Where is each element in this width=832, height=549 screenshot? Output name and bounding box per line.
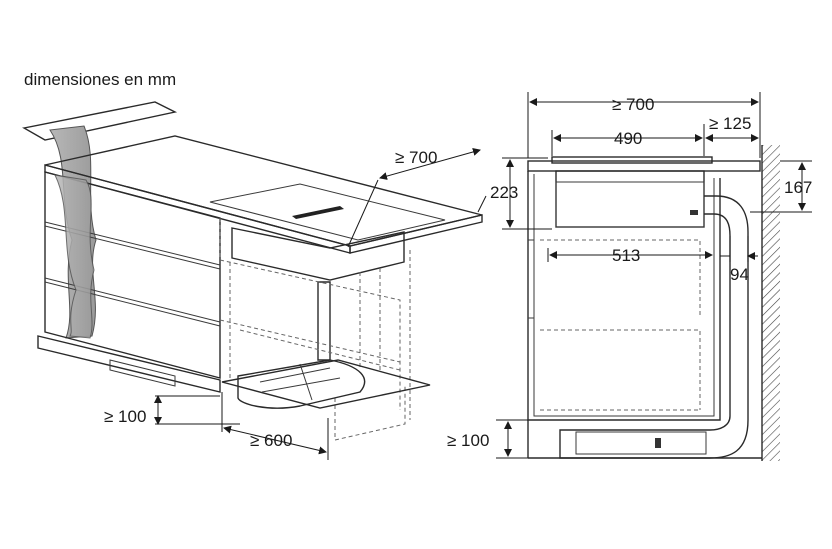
- carcass-hidden-lines: [219, 218, 411, 420]
- side-hob-body: [555, 170, 705, 228]
- countertop-side: [349, 214, 483, 254]
- side-duct-rear: [704, 195, 749, 400]
- dim-iso-width-extension: [347, 179, 487, 248]
- floor-plate: [221, 359, 431, 409]
- side-duct-plinth-box: [575, 431, 707, 455]
- dim-iso-depth-label: ≥ 600: [250, 431, 292, 450]
- dim-side-hobh-extension: [502, 157, 552, 230]
- dim-iso-depth-extension: [221, 392, 329, 460]
- dim-iso-plinth-label: ≥ 100: [104, 407, 146, 426]
- side-duct-elbow: [559, 415, 749, 459]
- dim-iso-depth-line: [223, 425, 327, 455]
- side-hob-inner: [555, 181, 705, 228]
- plinth-grille: [109, 359, 176, 387]
- dim-side-width-label: ≥ 700: [612, 95, 654, 114]
- side-section-view: ≥ 700 490 ≥ 125 223 167 513 94 ≥ 100: [447, 92, 812, 461]
- hob-vent-slot: [292, 206, 344, 219]
- side-cabinet-inner: [533, 174, 715, 417]
- duct-elbow-lines: [259, 363, 341, 401]
- back-wall-top: [22, 101, 178, 141]
- dim-side-hob-extension: [551, 124, 705, 156]
- dim-iso-width-label: ≥ 700: [395, 148, 437, 167]
- dim-side-duct-label: 167: [784, 178, 812, 197]
- dim-side-width-extension: [527, 92, 761, 158]
- rear-wall-hatch: [762, 145, 780, 461]
- side-hob-outlet: [690, 210, 698, 215]
- dim-side-plinth-label: ≥ 100: [447, 431, 489, 450]
- dim-side-diameter-label: 94: [730, 265, 749, 284]
- plinth-front: [37, 335, 221, 393]
- dim-side-gap-label: ≥ 125: [709, 114, 751, 133]
- carcass-hidden-lines-2: [334, 385, 406, 441]
- dim-iso-plinth-extension: [155, 395, 240, 425]
- cabinet-front: [44, 171, 221, 379]
- dim-side-diameter-extension: [729, 236, 749, 262]
- side-duct-clip: [655, 438, 661, 448]
- side-cabinet-outline: [527, 171, 721, 421]
- side-hob-glass: [551, 156, 713, 164]
- hob-housing: [231, 227, 405, 281]
- dim-side-hobh-label: 223: [490, 183, 518, 202]
- duct-elbow: [237, 359, 366, 409]
- hob-surface: [209, 183, 446, 241]
- cabinet-cutaway: [54, 174, 95, 339]
- duct-vertical-front: [317, 281, 331, 361]
- side-drawer-gaps: [528, 239, 534, 319]
- diagram-caption: dimensiones en mm: [24, 70, 177, 89]
- dim-side-plinth-extension: [496, 419, 528, 459]
- dim-side-hob-label: 490: [614, 129, 642, 148]
- duct-vertical-rear: [359, 268, 381, 372]
- side-duct-lower: [729, 400, 749, 420]
- isometric-view: ≥ 700 ≥ 100 ≥ 600: [22, 101, 487, 460]
- drawer-divider-2b: [44, 281, 221, 327]
- side-drawer-hidden: [540, 239, 701, 411]
- dim-side-depth-label: 513: [612, 246, 640, 265]
- dim-side-duct-extension: [750, 160, 812, 213]
- dim-iso-width-line: [379, 148, 481, 180]
